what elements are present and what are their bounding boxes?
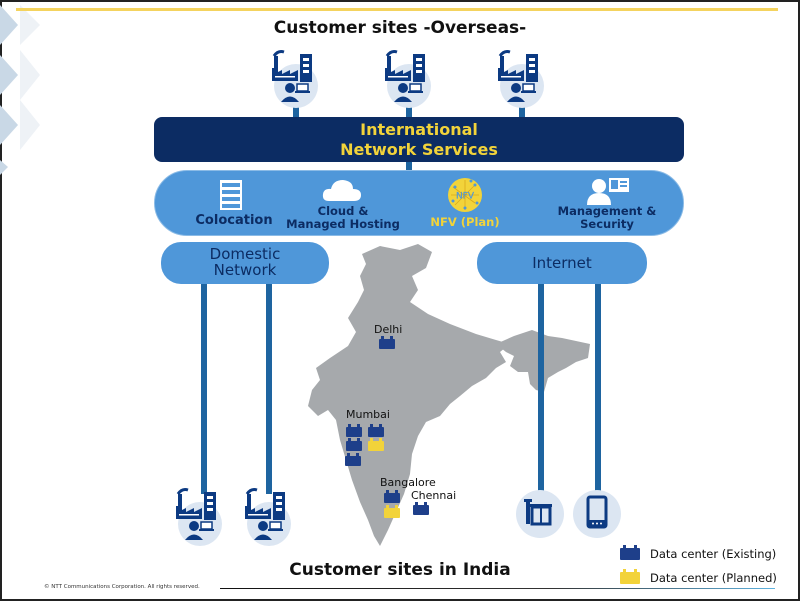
dc-existing-mumbai-2 bbox=[368, 424, 384, 437]
store-endpoint bbox=[516, 490, 564, 538]
legend-existing-label: Data center (Existing) bbox=[650, 547, 777, 561]
overseas-link-2 bbox=[406, 100, 412, 118]
legend-planned-label: Data center (Planned) bbox=[650, 571, 777, 585]
overseas-site-3 bbox=[494, 48, 550, 108]
service-colocation-label: Colocation bbox=[195, 213, 273, 228]
intl-line-2: Network Services bbox=[340, 140, 498, 159]
dc-existing-delhi bbox=[379, 336, 395, 349]
intl-services-link bbox=[406, 160, 412, 172]
service-cloud-label-1: Cloud & bbox=[317, 204, 369, 218]
customer-site-icon bbox=[176, 488, 216, 540]
header-accent-line bbox=[16, 8, 778, 11]
legend: Data center (Existing) Data center (Plan… bbox=[620, 542, 777, 590]
service-nfv: NFV (Plan) bbox=[417, 216, 513, 229]
dc-existing-mumbai-4 bbox=[345, 453, 361, 466]
domestic-label-2: Network bbox=[213, 261, 277, 279]
overseas-site-2 bbox=[381, 48, 437, 108]
internet-pill: Internet bbox=[477, 242, 647, 284]
service-colocation: Colocation bbox=[191, 214, 277, 227]
svg-text:NFV: NFV bbox=[456, 192, 475, 202]
services-bar: Colocation Cloud & Managed Hosting NFV N… bbox=[154, 170, 684, 236]
service-cloud-label-2: Managed Hosting bbox=[286, 217, 400, 231]
legend-planned: Data center (Planned) bbox=[620, 566, 777, 590]
cloud-icon bbox=[322, 180, 361, 201]
intl-line-1: International bbox=[360, 120, 478, 139]
india-site-1 bbox=[172, 486, 228, 546]
server-rack-icon bbox=[220, 180, 242, 210]
dc-existing-bangalore bbox=[384, 490, 400, 503]
store-icon bbox=[524, 499, 552, 526]
india-title: Customer sites in India bbox=[289, 560, 511, 580]
footer-line bbox=[220, 588, 775, 589]
city-mumbai-label: Mumbai bbox=[346, 408, 390, 421]
international-network-services-box: International Network Services bbox=[154, 117, 684, 162]
decorative-triangles bbox=[0, 5, 40, 175]
domestic-network-pill: Domestic Network bbox=[161, 242, 329, 284]
smartphone-icon bbox=[586, 495, 608, 529]
legend-existing: Data center (Existing) bbox=[620, 542, 777, 566]
dc-existing-icon bbox=[620, 545, 640, 560]
dc-planned-bangalore bbox=[384, 505, 400, 518]
internet-link-2 bbox=[595, 284, 601, 494]
nfv-globe-icon: NFV bbox=[448, 178, 482, 212]
internet-label: Internet bbox=[532, 254, 592, 272]
city-bangalore-label: Bangalore bbox=[380, 476, 436, 489]
dc-existing-chennai bbox=[413, 502, 429, 515]
service-nfv-label: NFV (Plan) bbox=[430, 215, 500, 229]
service-cloud-hosting: Cloud & Managed Hosting bbox=[283, 205, 403, 231]
domestic-link-2 bbox=[266, 284, 272, 494]
service-management-security: Management & Security bbox=[547, 205, 667, 231]
copyright-text: © NTT Communications Corporation. All ri… bbox=[44, 584, 200, 590]
dc-existing-mumbai-3 bbox=[346, 438, 362, 451]
city-chennai-label: Chennai bbox=[411, 489, 457, 502]
domestic-link-1 bbox=[201, 284, 207, 494]
service-management-label-1: Management & bbox=[557, 204, 657, 218]
customer-site-icon bbox=[272, 50, 312, 102]
internet-link-1 bbox=[538, 284, 544, 494]
overseas-link-1 bbox=[293, 100, 299, 118]
dc-planned-icon bbox=[620, 569, 640, 584]
customer-site-icon bbox=[498, 50, 538, 102]
overseas-link-3 bbox=[519, 100, 525, 118]
india-site-2 bbox=[241, 486, 297, 546]
overseas-title: Customer sites -Overseas- bbox=[273, 18, 527, 38]
india-mainland bbox=[308, 244, 510, 546]
domestic-label-1: Domestic bbox=[209, 245, 281, 263]
mobile-endpoint bbox=[573, 490, 621, 538]
user-id-card-icon bbox=[587, 178, 629, 205]
dc-existing-mumbai-1 bbox=[346, 424, 362, 437]
customer-site-icon bbox=[245, 488, 285, 540]
city-delhi-label: Delhi bbox=[374, 323, 403, 336]
overseas-site-1 bbox=[268, 48, 324, 108]
dc-planned-mumbai bbox=[368, 438, 384, 451]
customer-site-icon bbox=[385, 50, 425, 102]
service-management-label-2: Security bbox=[580, 217, 634, 231]
